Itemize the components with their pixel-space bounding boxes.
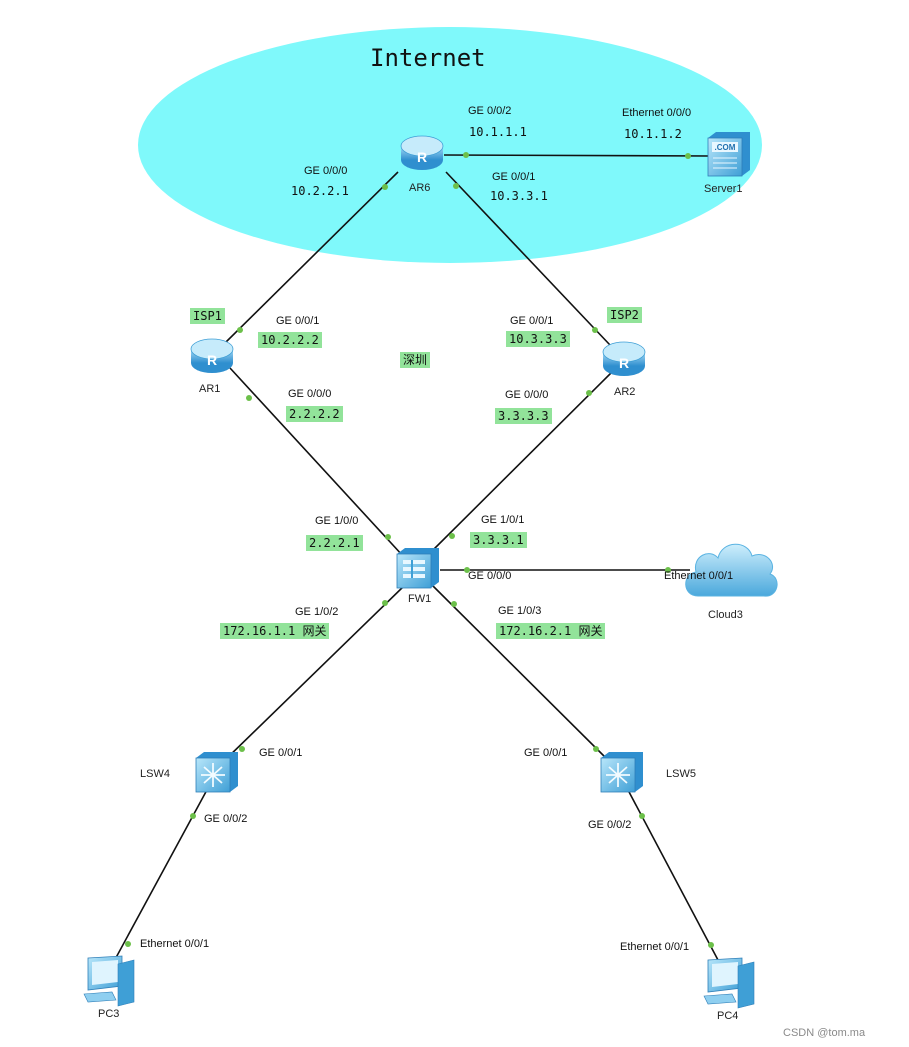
pc-icon[interactable] — [83, 955, 135, 1007]
port-dot — [449, 533, 455, 539]
port-dot — [190, 813, 196, 819]
ip-label-ar1-g001: 10.2.2.2 — [258, 332, 322, 348]
port-dot — [708, 942, 714, 948]
port-label-ar1-g001: GE 0/0/1 — [276, 315, 320, 327]
port-label-server1-e000: Ethernet 0/0/0 — [622, 107, 692, 119]
firewall-icon[interactable] — [396, 548, 439, 589]
node-name-ar2: AR2 — [614, 386, 636, 398]
port-label-ar1-g000: GE 0/0/0 — [288, 388, 332, 400]
region-label: 深圳 — [400, 352, 431, 368]
port-dot — [382, 184, 388, 190]
port-dot — [586, 390, 592, 396]
port-label-fw1-g102: GE 1/0/2 — [295, 606, 339, 618]
port-label-ar2-g001: GE 0/0/1 — [510, 315, 554, 327]
port-label-pc4-e001: Ethernet 0/0/1 — [620, 941, 690, 953]
port-dot — [593, 746, 599, 752]
ip-label-fw1-g100: 2.2.2.1 — [306, 535, 363, 551]
pc-icon[interactable] — [703, 957, 755, 1009]
port-label-fw1-g103: GE 1/0/3 — [498, 605, 542, 617]
port-label-pc3-e001: Ethernet 0/0/1 — [140, 938, 210, 950]
port-label-ar6-g000: GE 0/0/0 — [304, 165, 348, 177]
port-dot — [463, 152, 469, 158]
internet-title: Internet — [370, 44, 486, 72]
node-name-cloud3: Cloud3 — [708, 609, 743, 621]
port-dot — [125, 941, 131, 947]
port-label-ar2-g000: GE 0/0/0 — [505, 389, 549, 401]
node-name-pc3: PC3 — [98, 1008, 120, 1020]
link-ar6-server1[interactable] — [443, 154, 711, 157]
svg-text:R: R — [207, 352, 217, 368]
ip-label-fw1-g101: 3.3.3.1 — [470, 532, 527, 548]
ip-label-fw1-g102: 172.16.1.1 网关 — [220, 623, 330, 639]
port-dot — [592, 327, 598, 333]
port-label-lsw5-g002: GE 0/0/2 — [588, 819, 632, 831]
port-dot — [665, 567, 671, 573]
link-fw1-lsw4[interactable] — [222, 584, 406, 763]
switch-icon[interactable] — [600, 752, 643, 793]
watermark: CSDN @tom.ma — [783, 1027, 866, 1039]
ip-label-ar2-g000: 3.3.3.3 — [495, 408, 552, 424]
node-name-fw1: FW1 — [408, 593, 432, 605]
node-name-pc4: PC4 — [717, 1010, 739, 1022]
link-ar6-ar1[interactable] — [225, 171, 399, 343]
server-icon[interactable]: .COM — [707, 132, 750, 177]
cloud-icon[interactable] — [685, 543, 778, 597]
port-dot — [453, 183, 459, 189]
port-dot — [239, 746, 245, 752]
switch-icon[interactable] — [195, 752, 238, 793]
router-icon[interactable]: R — [602, 341, 646, 376]
node-name-ar6: AR6 — [409, 182, 431, 194]
node-name-ar1: AR1 — [199, 383, 221, 395]
router-icon[interactable]: R — [190, 338, 234, 373]
isp2-tag: ISP2 — [607, 307, 642, 323]
internet-cloud — [138, 27, 762, 263]
port-dot — [246, 395, 252, 401]
svg-text:R: R — [619, 355, 629, 371]
ip-label-ar6-g002: 10.1.1.1 — [469, 125, 527, 139]
port-label-fw1-g000: GE 0/0/0 — [468, 570, 512, 582]
link-ar1-fw1[interactable] — [229, 367, 404, 557]
router-icon[interactable]: R — [400, 135, 444, 170]
svg-text:.COM: .COM — [715, 143, 736, 152]
port-dot — [685, 153, 691, 159]
node-name-server1: Server1 — [704, 183, 743, 195]
ip-label-ar2-g001: 10.3.3.3 — [506, 331, 570, 347]
isp1-tag: ISP1 — [190, 308, 225, 324]
port-dot — [639, 813, 645, 819]
port-label-fw1-g100: GE 1/0/0 — [315, 515, 359, 527]
port-label-cloud3-e001: Ethernet 0/0/1 — [664, 570, 734, 582]
port-label-ar6-g002: GE 0/0/2 — [468, 105, 512, 117]
port-label-lsw5-g001: GE 0/0/1 — [524, 747, 568, 759]
ip-label-ar6-g001: 10.3.3.1 — [490, 189, 548, 203]
node-name-lsw4: LSW4 — [140, 768, 170, 780]
port-dot — [385, 534, 391, 540]
port-dot — [237, 327, 243, 333]
link-ar6-ar2[interactable] — [445, 171, 611, 346]
port-dot — [451, 601, 457, 607]
port-label-fw1-g101: GE 1/0/1 — [481, 514, 525, 526]
port-dot — [464, 567, 470, 573]
ip-label-ar1-g000: 2.2.2.2 — [286, 406, 343, 422]
ip-label-server1-e000: 10.1.1.2 — [624, 127, 682, 141]
ip-label-fw1-g103: 172.16.2.1 网关 — [496, 623, 606, 639]
port-label-ar6-g001: GE 0/0/1 — [492, 171, 536, 183]
node-name-lsw5: LSW5 — [666, 768, 696, 780]
link-fw1-lsw5[interactable] — [431, 584, 611, 763]
port-label-lsw4-g002: GE 0/0/2 — [204, 813, 248, 825]
link-ar2-fw1[interactable] — [429, 371, 613, 554]
port-dots — [125, 152, 714, 948]
port-label-lsw4-g001: GE 0/0/1 — [259, 747, 303, 759]
ip-label-ar6-g000: 10.2.2.1 — [291, 184, 349, 198]
svg-text:R: R — [417, 149, 427, 165]
port-dot — [382, 600, 388, 606]
